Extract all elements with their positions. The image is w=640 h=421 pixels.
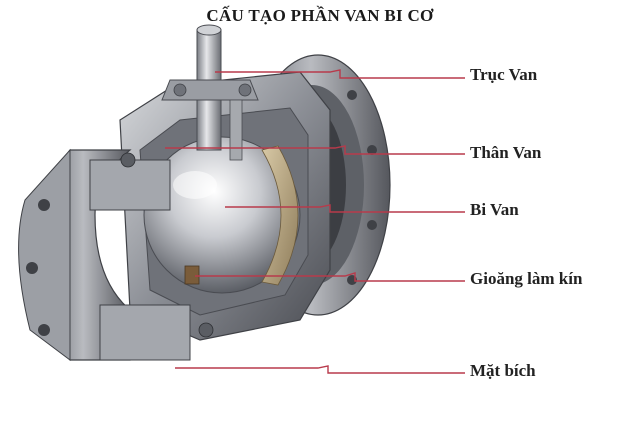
leader-bi-van [225, 204, 465, 213]
leader-mat-bich [175, 365, 465, 374]
ball [143, 136, 301, 294]
seals [184, 145, 299, 286]
leader-truc-van [215, 69, 465, 79]
label-bi-van: Bi Van [470, 200, 519, 219]
label-gioang-lam-kin: Gioăng làm kín [470, 269, 583, 288]
label-than-van: Thân Van [470, 143, 542, 162]
leader-lines [165, 69, 465, 374]
diagram-title: CẤU TẠO PHẦN VAN BI CƠ [206, 6, 434, 25]
flange-bolt-holes [347, 90, 377, 285]
leader-than-van [165, 145, 465, 155]
stem [161, 24, 259, 161]
label-mat-bich: Mặt bích [470, 361, 536, 380]
left-flange [18, 148, 214, 361]
label-truc-van: Trục Van [470, 65, 538, 84]
leader-gioang-lam-kin [195, 272, 465, 282]
